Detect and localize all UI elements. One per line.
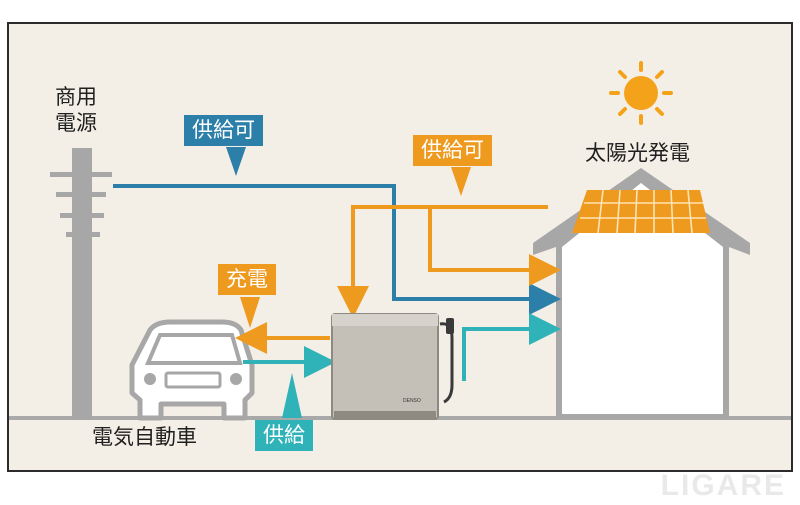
utility-pole-icon (50, 148, 112, 420)
commercial-power-label-line1: 商用 (55, 85, 97, 109)
charge-tag-pointer (240, 297, 260, 328)
vehicle-supply-lines (243, 313, 561, 381)
solar-supply-lines (337, 205, 561, 318)
grid-supply-tag: 供給可 (184, 115, 263, 146)
commercial-power-label-line2: 電源 (55, 111, 97, 136)
solar-supply-tag-pointer (451, 167, 471, 196)
charge-tag: 充電 (218, 264, 276, 295)
car-icon (129, 319, 255, 421)
electric-vehicle-label: 電気自動車 (92, 425, 197, 449)
v2h-charger-unit: DENSO (331, 313, 454, 420)
solar-panel-icon (572, 189, 710, 234)
house-icon (533, 168, 750, 418)
watermark: LIGARE (660, 469, 786, 502)
solar-supply-tag: 供給可 (413, 135, 492, 166)
solar-power-label: 太陽光発電 (585, 141, 690, 165)
sun-icon (609, 61, 673, 125)
grid-supply-line (113, 184, 561, 315)
commercial-power-label: 商用 電源 (55, 84, 97, 137)
vehicle-supply-tag: 供給 (255, 420, 313, 451)
device-brand-label: DENSO (403, 398, 421, 404)
vehicle-supply-tag-pointer (282, 373, 302, 418)
grid-supply-tag-pointer (226, 147, 246, 176)
